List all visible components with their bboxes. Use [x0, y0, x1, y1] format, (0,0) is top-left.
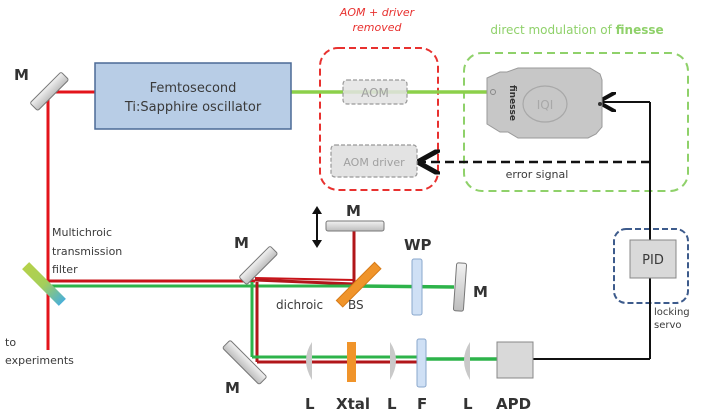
aom-box: [342, 79, 408, 105]
dichroic-beamsplitter: [335, 261, 382, 308]
lens-2-label: L: [387, 395, 397, 413]
locking-servo-label-line1: locking: [654, 307, 690, 318]
mirror-label-bottom: M: [225, 379, 240, 397]
mirror-label-top-left: M: [14, 66, 29, 84]
dichroic-label: dichroic: [276, 298, 323, 312]
finesse-title-bold: finesse: [616, 23, 664, 37]
nonlinear-crystal: [347, 342, 356, 382]
bs-label: BS: [348, 298, 364, 312]
lens-1-label: L: [305, 395, 315, 413]
aom-removed-title-line1: AOM + driver: [339, 6, 416, 19]
lens-2: [390, 342, 396, 380]
aom-driver-label: AOM driver: [343, 156, 405, 169]
pid-box: [629, 239, 677, 279]
oscillator-label-line2: Ti:Sapphire oscillator: [124, 100, 262, 115]
mirror-label-delay: M: [346, 202, 361, 220]
filter-f-label: F: [417, 395, 427, 413]
mirror-delay: [325, 220, 385, 232]
to-experiments-line2: experiments: [5, 354, 74, 367]
aom-removed-title-line2: removed: [353, 21, 403, 34]
locking-servo-label-line2: servo: [654, 320, 682, 331]
filter-f: [416, 338, 427, 388]
aom-label: AOM: [361, 86, 389, 100]
apd-detector: [496, 341, 534, 379]
finesse-title-prefix: direct modulation of: [490, 23, 615, 37]
finesse-logo: IQI: [537, 98, 554, 112]
finesse-modulation-box: [463, 52, 689, 192]
multichroic-filter: [22, 262, 66, 306]
waveplate-label: WP: [404, 236, 432, 254]
mirror-end-wp: [452, 262, 468, 312]
beam-green-to-wp: [353, 284, 455, 289]
beam-red-upper: [254, 277, 355, 281]
mirror-top-left: [30, 72, 69, 111]
mirror-bottom-left: [222, 340, 267, 385]
waveplate: [411, 258, 423, 316]
lens-3: [464, 342, 470, 380]
lens-3-label: L: [463, 395, 473, 413]
finesse-device: IQI finesse: [486, 67, 603, 139]
xtal-label: Xtal: [336, 395, 370, 413]
aom-removed-box: [319, 47, 439, 191]
lens-1: [306, 342, 312, 380]
beam-red-to-bs: [254, 278, 355, 286]
mirror-label-center: M: [234, 234, 249, 252]
pid-label: PID: [642, 253, 664, 268]
aom-driver-box: [330, 144, 418, 178]
error-signal-label: error signal: [506, 168, 569, 181]
filter-label-line2: transmission: [52, 245, 122, 258]
oscillator-box: [94, 62, 292, 130]
filter-label-line3: filter: [52, 263, 78, 276]
to-experiments-line1: to: [5, 336, 16, 349]
finesse-title: direct modulation of finesse: [490, 23, 663, 37]
mirror-diagonal-center: [239, 246, 278, 285]
mirror-label-right: M: [473, 283, 488, 301]
apd-label: APD: [496, 395, 531, 413]
filter-label-line1: Multichroic: [52, 226, 112, 239]
oscillator-label-line1: Femtosecond: [150, 81, 237, 96]
translation-arrow-icon[interactable]: [312, 206, 322, 248]
finesse-device-label: finesse: [507, 85, 517, 121]
